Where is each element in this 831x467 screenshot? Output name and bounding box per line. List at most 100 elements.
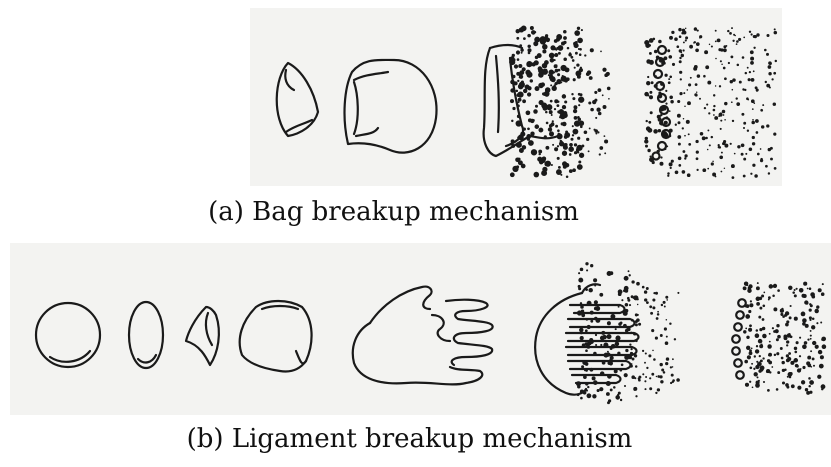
spray-droplet bbox=[644, 139, 648, 143]
spray-droplet bbox=[593, 380, 598, 385]
spray-droplet bbox=[560, 174, 562, 176]
spray-droplet bbox=[794, 317, 798, 321]
spray-droplet bbox=[669, 129, 673, 133]
spray-droplet bbox=[669, 322, 671, 324]
spray-droplet bbox=[704, 107, 706, 109]
spray-droplet bbox=[760, 109, 763, 112]
spray-droplet bbox=[661, 369, 664, 372]
spray-droplet bbox=[630, 348, 632, 350]
spray-droplet bbox=[812, 341, 816, 345]
spray-droplet bbox=[682, 29, 685, 32]
spray-droplet bbox=[564, 100, 567, 103]
spray-droplet bbox=[774, 167, 777, 170]
spray-droplet bbox=[816, 305, 819, 308]
spray-droplet bbox=[756, 131, 759, 134]
spray-droplet bbox=[760, 359, 763, 362]
spray-droplet bbox=[555, 125, 558, 128]
spray-droplet bbox=[578, 48, 580, 50]
spray-droplet bbox=[712, 173, 716, 177]
spray-droplet bbox=[744, 360, 748, 364]
spray-droplet bbox=[526, 72, 532, 78]
spray-droplet bbox=[578, 285, 581, 288]
spray-droplet bbox=[730, 143, 732, 145]
spray-droplet bbox=[588, 288, 592, 292]
spray-droplet bbox=[652, 298, 655, 301]
spray-droplet bbox=[668, 78, 670, 80]
spray-droplet bbox=[574, 30, 580, 36]
spray-droplet bbox=[746, 336, 749, 339]
spray-droplet bbox=[677, 135, 681, 139]
spray-droplet bbox=[647, 149, 650, 152]
spray-droplet bbox=[550, 84, 552, 86]
spray-droplet bbox=[517, 136, 520, 139]
spray-droplet bbox=[670, 167, 672, 169]
spray-droplet bbox=[538, 150, 542, 154]
spray-droplet bbox=[807, 338, 809, 340]
spray-droplet bbox=[572, 125, 574, 127]
spray-droplet bbox=[745, 383, 749, 387]
spray-droplet bbox=[711, 136, 713, 138]
spray-droplet bbox=[813, 365, 815, 367]
spray-droplet bbox=[533, 41, 538, 46]
spray-droplet bbox=[743, 175, 746, 178]
spray-droplet bbox=[512, 146, 514, 148]
spray-droplet bbox=[557, 157, 560, 160]
spray-droplet bbox=[669, 36, 673, 40]
spray-droplet bbox=[679, 49, 682, 52]
spray-droplet bbox=[523, 127, 526, 130]
spray-droplet bbox=[694, 41, 696, 43]
spray-droplet bbox=[554, 39, 558, 43]
spray-droplet bbox=[578, 278, 583, 283]
spray-droplet bbox=[742, 88, 744, 90]
spray-droplet bbox=[665, 341, 669, 345]
spray-droplet bbox=[657, 313, 660, 316]
spray-droplet bbox=[557, 73, 560, 76]
spray-droplet bbox=[556, 34, 562, 40]
spray-droplet bbox=[608, 321, 610, 323]
spray-droplet bbox=[595, 133, 597, 135]
spray-droplet bbox=[607, 351, 609, 353]
spray-droplet bbox=[753, 368, 755, 370]
spray-droplet bbox=[584, 369, 587, 372]
spray-droplet bbox=[756, 175, 758, 177]
spray-droplet bbox=[718, 146, 720, 148]
spray-droplet bbox=[635, 323, 638, 326]
spray-droplet bbox=[594, 307, 598, 311]
spray-droplet bbox=[749, 366, 752, 369]
spray-droplet bbox=[535, 105, 538, 108]
spray-droplet bbox=[768, 72, 771, 75]
spray-droplet bbox=[610, 271, 614, 275]
spray-droplet bbox=[557, 110, 560, 113]
spray-droplet bbox=[695, 83, 698, 86]
spray-droplet bbox=[763, 381, 765, 383]
spray-droplet bbox=[658, 94, 662, 98]
spray-droplet bbox=[603, 343, 608, 348]
spray-droplet bbox=[517, 80, 519, 82]
spray-droplet bbox=[657, 150, 660, 153]
spray-droplet bbox=[756, 302, 760, 306]
spray-droplet bbox=[814, 309, 818, 313]
spray-droplet bbox=[669, 110, 671, 112]
spray-droplet bbox=[769, 333, 771, 335]
spray-droplet bbox=[558, 52, 561, 55]
spray-droplet bbox=[683, 41, 685, 43]
spray-droplet bbox=[762, 304, 765, 307]
spray-droplet bbox=[792, 291, 795, 294]
spray-droplet bbox=[773, 307, 777, 311]
spray-droplet bbox=[604, 73, 608, 77]
spray-droplet bbox=[510, 88, 514, 92]
spray-droplet bbox=[719, 85, 721, 87]
spray-droplet bbox=[765, 81, 767, 83]
spray-droplet bbox=[646, 367, 648, 369]
spray-droplet bbox=[604, 139, 608, 143]
spray-droplet bbox=[722, 110, 726, 114]
spray-droplet bbox=[573, 78, 576, 81]
bag-breakup-panel bbox=[250, 8, 782, 186]
spray-droplet bbox=[516, 120, 522, 126]
spray-droplet bbox=[576, 72, 578, 74]
spray-droplet bbox=[655, 75, 657, 77]
spray-droplet bbox=[521, 80, 524, 83]
spray-droplet bbox=[695, 140, 698, 143]
spray-droplet bbox=[631, 319, 634, 322]
spray-droplet bbox=[666, 336, 668, 338]
